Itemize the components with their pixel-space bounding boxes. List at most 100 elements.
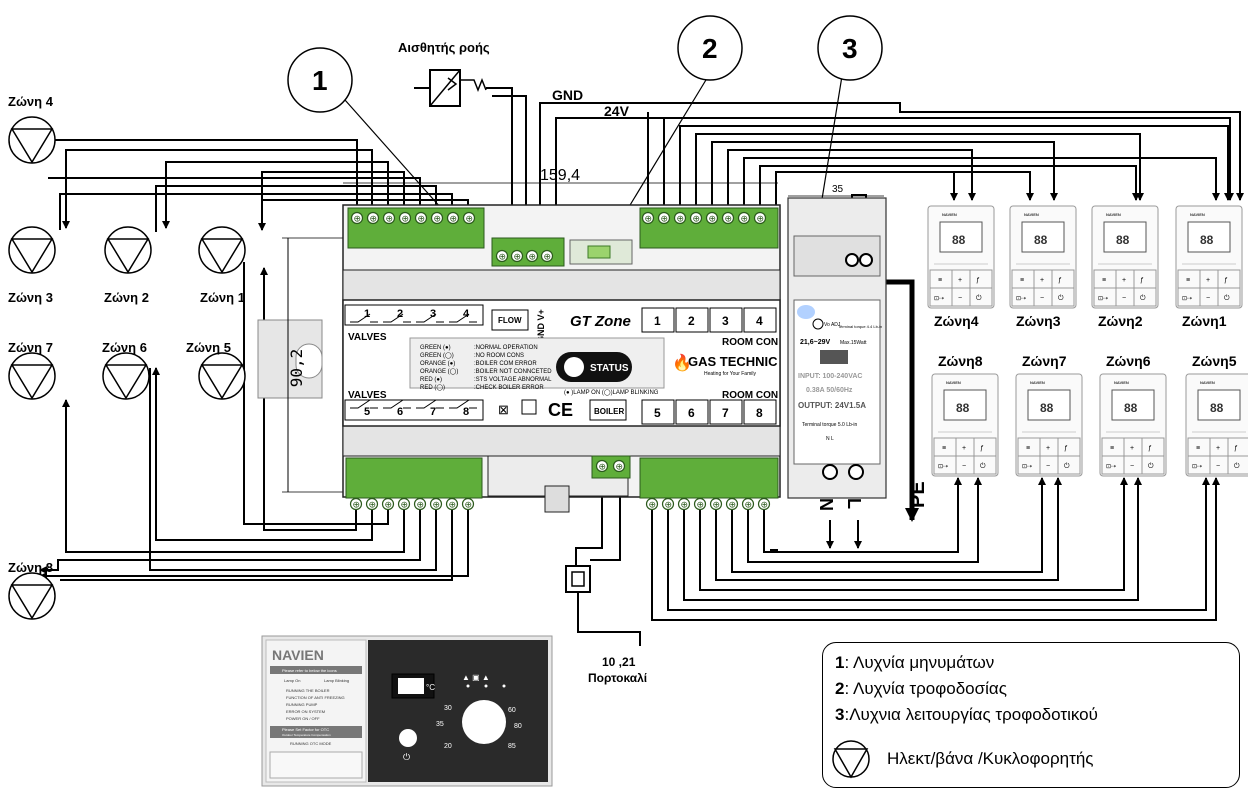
svg-text:⊕: ⊕ xyxy=(418,214,426,224)
room-number: 5 xyxy=(654,406,661,420)
valve-number: 5 xyxy=(364,406,370,418)
pump-zone-label: Ζώνη 2 xyxy=(104,290,149,305)
svg-text:Terminal torque 5.0 Lb-in: Terminal torque 5.0 Lb-in xyxy=(802,422,858,428)
dim-width: 159,4 xyxy=(540,167,580,184)
mains-n: N xyxy=(816,498,836,511)
panel-row-label: POWER ON / OFF xyxy=(286,716,320,721)
svg-text:ƒ: ƒ xyxy=(1148,445,1152,452)
svg-text:⏻: ⏻ xyxy=(403,752,410,762)
svg-text:−: − xyxy=(1046,463,1050,470)
gnd-v-label: GND V+ xyxy=(536,309,546,343)
svg-text:⊕: ⊕ xyxy=(434,214,442,224)
terminal-screw xyxy=(673,211,687,225)
legend-box: 1: Λυχνία μηνυμάτων 2: Λυχνία τροφοδοσία… xyxy=(822,642,1240,788)
room-number: 1 xyxy=(654,314,661,328)
svg-text:Lamp Blinking: Lamp Blinking xyxy=(324,678,349,683)
valve-number: 8 xyxy=(463,406,469,418)
pump-symbol xyxy=(8,572,56,620)
svg-text:88: 88 xyxy=(952,233,966,247)
terminal-screw xyxy=(661,497,675,511)
svg-text:⊕: ⊕ xyxy=(729,500,737,510)
svg-text:30: 30 xyxy=(444,705,452,712)
svg-text:88: 88 xyxy=(1040,401,1054,415)
terminal-screw xyxy=(612,459,626,473)
zone-valve-wires xyxy=(39,136,469,581)
gnd-label: GND xyxy=(552,87,583,103)
led-meaning: :STS VOLTAGE ABNORMAL xyxy=(474,377,552,383)
room-number: 4 xyxy=(756,314,763,328)
svg-text:⊕: ⊕ xyxy=(741,214,749,224)
boiler-label: BOILER xyxy=(594,407,624,416)
pump-symbol xyxy=(104,226,152,274)
svg-text:⊕: ⊕ xyxy=(544,252,552,262)
svg-text:⏻: ⏻ xyxy=(1058,294,1064,302)
svg-text:⊡⇢: ⊡⇢ xyxy=(1016,296,1026,302)
svg-text:NAVIEN: NAVIEN xyxy=(1114,380,1129,385)
svg-text:0.38A 50/60Hz: 0.38A 50/60Hz xyxy=(806,387,853,394)
terminal-screw xyxy=(430,211,444,225)
terminal-screw xyxy=(365,497,379,511)
pump-symbol xyxy=(102,352,150,400)
model-label: GT Zone xyxy=(570,313,631,330)
svg-text:⊡⇢: ⊡⇢ xyxy=(934,296,944,302)
svg-text:≡: ≡ xyxy=(1026,445,1030,452)
svg-text:≡: ≡ xyxy=(942,445,946,452)
mains-pe: PE xyxy=(907,481,929,508)
svg-text:80: 80 xyxy=(514,723,522,730)
svg-text:+: + xyxy=(958,277,962,284)
svg-text:ƒ: ƒ xyxy=(1224,277,1228,284)
room-number: 8 xyxy=(756,406,763,420)
svg-text:⏻: ⏻ xyxy=(976,294,982,302)
valve-number: 6 xyxy=(397,406,403,418)
svg-text:⊡⇢: ⊡⇢ xyxy=(1022,464,1032,470)
svg-text:⏻: ⏻ xyxy=(1140,294,1146,302)
led-color: GREEN (◯) xyxy=(420,352,454,359)
callout-circle xyxy=(817,15,883,81)
terminal-screw xyxy=(510,249,524,263)
svg-text:⊕: ⊕ xyxy=(529,252,537,262)
svg-text:⊕: ⊕ xyxy=(681,500,689,510)
thermostat-zone-label: Ζώνη1 xyxy=(1182,313,1227,329)
v24-label: 24V xyxy=(604,103,630,119)
pump-zone-label: Ζώνη 4 xyxy=(8,94,54,109)
svg-text:ƒ: ƒ xyxy=(976,277,980,284)
room-number: 2 xyxy=(688,314,695,328)
valve-number: 1 xyxy=(364,308,370,320)
svg-text:⊕: ⊕ xyxy=(417,500,425,510)
room-number: 7 xyxy=(722,406,729,420)
svg-text:⊕: ⊕ xyxy=(353,500,361,510)
svg-text:85: 85 xyxy=(508,743,516,750)
terminal-screw xyxy=(641,211,655,225)
terminal-screw xyxy=(645,497,659,511)
navien-panel: NAVIEN Please refer to below the icons L… xyxy=(261,635,553,787)
terminal-screw xyxy=(350,211,364,225)
panel-brand: NAVIEN xyxy=(272,647,324,663)
panel-row-label: RUNNING THE BOILER xyxy=(286,688,330,693)
terminal-screw xyxy=(657,211,671,225)
svg-text:⊕: ⊕ xyxy=(449,500,457,510)
panel-row-label: RUNNING PUMP xyxy=(286,702,318,707)
dim-height: 90,2 xyxy=(287,349,306,388)
svg-text:+: + xyxy=(1216,445,1220,452)
terminal-screw xyxy=(753,211,767,225)
terminal-screw xyxy=(689,211,703,225)
svg-text:NAVIEN: NAVIEN xyxy=(946,380,961,385)
terminal-screw xyxy=(525,249,539,263)
svg-text:35: 35 xyxy=(436,721,444,728)
valve-number: 2 xyxy=(397,308,403,320)
svg-text:⊡⇢: ⊡⇢ xyxy=(1106,464,1116,470)
svg-text:⊕: ⊕ xyxy=(645,214,653,224)
svg-text:⊕: ⊕ xyxy=(385,500,393,510)
svg-text:88: 88 xyxy=(956,401,970,415)
svg-text:⊕: ⊕ xyxy=(725,214,733,224)
terminal-screw xyxy=(495,249,509,263)
pump-zone-label: Ζώνη 6 xyxy=(102,340,147,355)
svg-text:−: − xyxy=(1216,463,1220,470)
thermostat-zone-label: Ζώνη3 xyxy=(1016,313,1061,329)
terminal-screw xyxy=(366,211,380,225)
terminal-screw xyxy=(721,211,735,225)
svg-text:OUTPUT: 24V1.5A: OUTPUT: 24V1.5A xyxy=(798,401,866,410)
